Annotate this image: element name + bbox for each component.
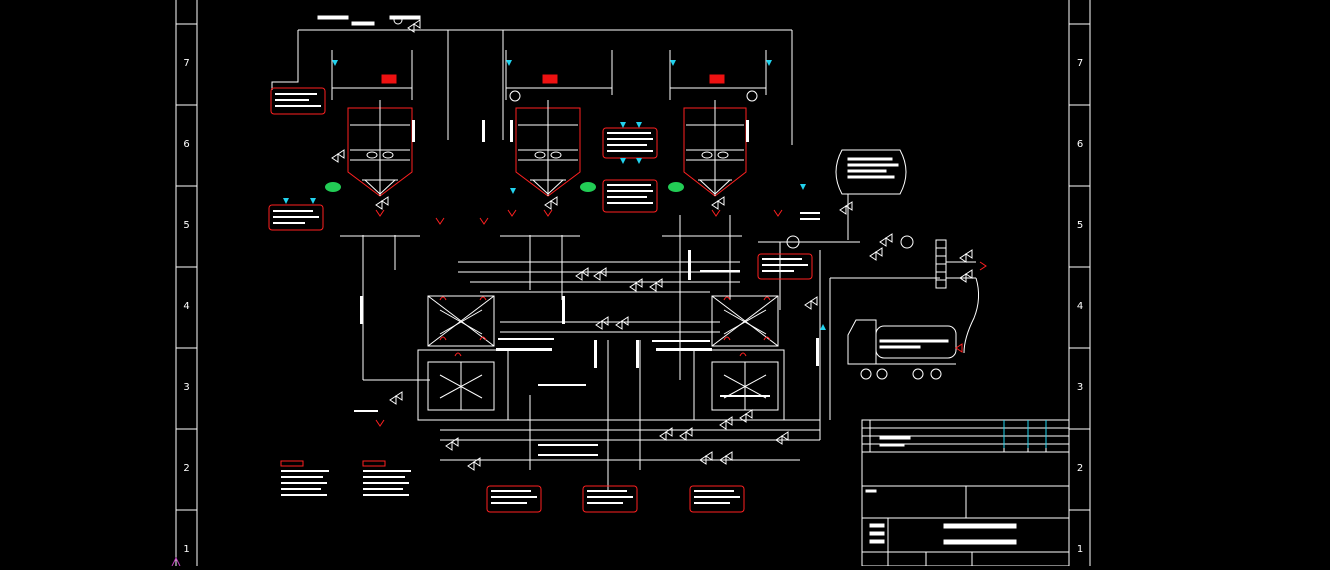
top-piping [271, 15, 793, 145]
drawing-frame [175, 0, 1091, 566]
row-label-left-2: 2 [183, 463, 190, 474]
storage-tank [835, 149, 907, 240]
outlet-markers [375, 209, 987, 427]
row-label-right-3: 3 [1076, 382, 1084, 393]
row-label-right-7: 7 [1076, 58, 1084, 69]
row-label-right-2: 2 [1076, 463, 1084, 474]
row-label-left-4: 4 [183, 301, 190, 312]
pump-line [786, 235, 980, 354]
manifold-right [693, 295, 785, 421]
manifold-left [417, 295, 509, 421]
row-label-left-1: 1 [183, 544, 190, 555]
valves [331, 19, 973, 471]
title-block [861, 419, 1070, 567]
tanker-truck [847, 319, 963, 380]
label-box-text [273, 93, 808, 504]
row-label-right-5: 5 [1076, 220, 1084, 231]
motor-icons [325, 182, 684, 192]
tank-3 [683, 74, 747, 197]
row-label-right-1: 1 [1076, 544, 1084, 555]
row-label-right-6: 6 [1076, 139, 1084, 150]
label-boxes [268, 87, 813, 513]
tank-2 [515, 74, 581, 197]
title-block-cyan-lines [1003, 420, 1047, 448]
manifold-marks [439, 296, 771, 357]
row-label-left-6: 6 [183, 139, 190, 150]
flow-arrows [283, 60, 826, 330]
instrument-stubs [354, 120, 820, 456]
row-label-left-5: 5 [183, 220, 190, 231]
row-label-left-3: 3 [183, 382, 190, 393]
ucs-marker [171, 556, 181, 567]
row-label-right-4: 4 [1076, 301, 1084, 312]
row-label-left-7: 7 [183, 58, 190, 69]
tank-1 [347, 74, 413, 197]
